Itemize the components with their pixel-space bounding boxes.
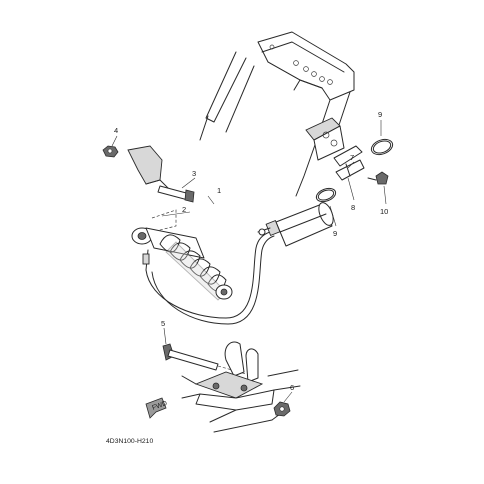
- callout-numbers: 4 3 1 2 5 6 7 8 9 9 10: [114, 110, 388, 392]
- callout-9-lower: 9: [333, 229, 337, 238]
- rear-shock-absorber: [131, 209, 233, 301]
- reservoir-band-upper: [370, 138, 394, 156]
- callout-3: 3: [192, 169, 196, 178]
- fwd-direction-arrow: FWD: [145, 397, 168, 419]
- bolt-lower: [162, 343, 247, 375]
- leader-lines: [111, 120, 387, 403]
- frame-section: [199, 31, 355, 197]
- callout-10: 10: [380, 207, 388, 216]
- callout-5: 5: [161, 319, 165, 328]
- reservoir-band-lower: [315, 187, 337, 203]
- flange-nut-lower: [273, 401, 291, 417]
- shock-reservoir: [257, 202, 334, 247]
- flange-nut-upper: [102, 145, 119, 158]
- bolt-upper: [157, 185, 195, 203]
- diagram-code-label: 4D3N100-H210: [106, 438, 153, 445]
- callout-2: 2: [182, 205, 186, 214]
- callout-4: 4: [114, 126, 118, 135]
- reservoir-hose: [145, 231, 275, 325]
- callout-6: 6: [290, 383, 294, 392]
- reservoir-bracket: [333, 145, 365, 181]
- callout-7: 7: [350, 153, 354, 162]
- lower-linkage: [181, 341, 301, 433]
- callout-9-upper: 9: [378, 110, 382, 119]
- bolt-reservoir: [367, 171, 389, 185]
- callout-1: 1: [217, 186, 221, 195]
- fwd-label: FWD: [151, 400, 168, 412]
- callout-8: 8: [351, 203, 355, 212]
